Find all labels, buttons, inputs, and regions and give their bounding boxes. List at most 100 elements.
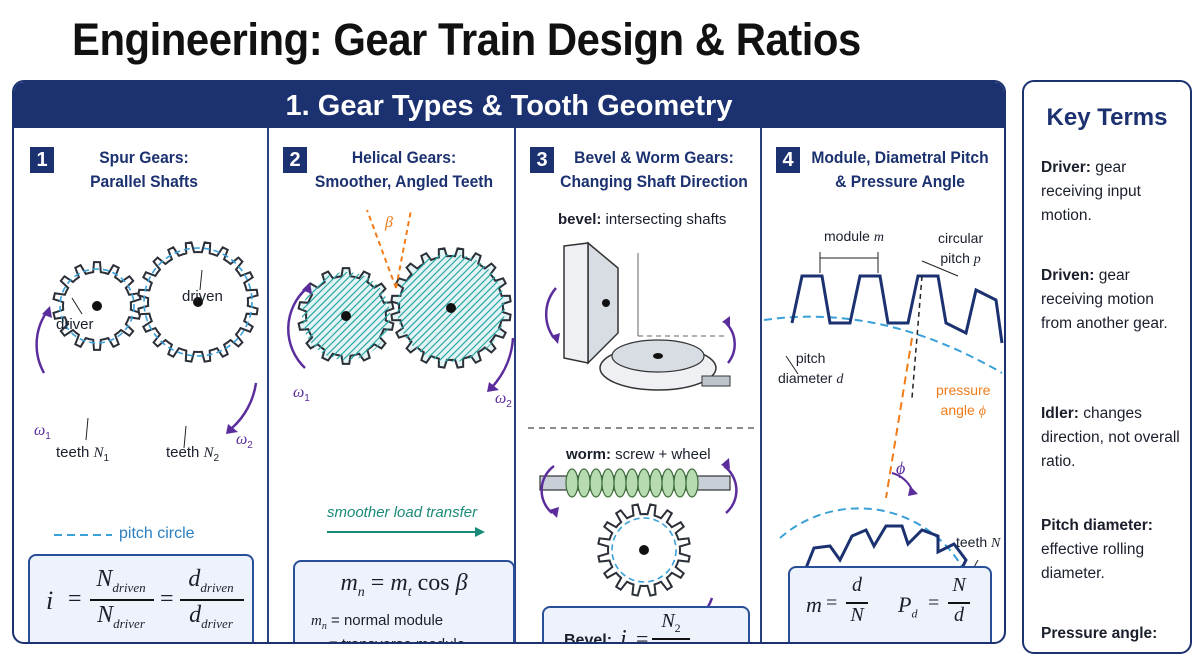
helical-driven-gear-icon (390, 247, 512, 369)
arrowhead-icon (908, 486, 918, 496)
fraction-denominator: N (850, 604, 864, 626)
omega-symbol: ω (236, 431, 248, 448)
math-symbol: d (188, 566, 201, 592)
worm-text: screw + wheel (611, 446, 711, 463)
rotation-arrow-icon (287, 287, 308, 369)
panel-title-line2: Parallel Shafts (90, 172, 198, 191)
math-subscript: driver (201, 615, 233, 631)
hub-dot (193, 297, 203, 307)
term-name: Idler: (1041, 405, 1079, 422)
rotation-arrow-icon (540, 464, 555, 514)
panel-title: Spur Gears: Parallel Shafts (52, 146, 236, 194)
gear-teeth-profile (792, 524, 973, 585)
hub-dot (602, 299, 610, 307)
line-of-action (911, 275, 923, 399)
key-term-item: Pressure angle: (1041, 622, 1181, 646)
panel-number: 1 (30, 147, 54, 173)
tooth-geometry-diagram (763, 252, 1004, 589)
driven-label: driven (182, 288, 223, 305)
math-symbol: N (96, 566, 113, 592)
term-definition: gear receiving input motion. (1041, 159, 1141, 224)
panel-title-line1: Bevel & Worm Gears: (574, 148, 734, 167)
key-term-item: Idler: changes direction, not overall ra… (1041, 402, 1181, 474)
module-label: module m (824, 228, 884, 245)
leader-line (183, 425, 187, 449)
fraction-numerator: Ndriven (88, 566, 154, 596)
term-definition: changes direction, not overall ratio. (1041, 405, 1180, 470)
bevel-pinion-face (563, 242, 589, 364)
term-name: Driver: (1041, 159, 1091, 176)
term-name: Pressure angle: (1041, 625, 1158, 642)
normal-module-label: mn = normal module (311, 612, 444, 632)
hub-dot (653, 353, 663, 359)
omega-symbol: ω (34, 422, 46, 439)
rotation-arrow-icon (492, 337, 515, 387)
bevel-shaft (701, 375, 731, 387)
hub-dot (639, 545, 649, 555)
gear-types-section: 1. Gear Types & Tooth Geometry 1 Spur Ge… (12, 80, 1006, 644)
panel-number: 4 (776, 147, 800, 173)
load-transfer-label: smoother load transfer (327, 504, 478, 521)
driven-gear-icon (137, 241, 259, 363)
bevel-ratio-formula-box: Bevel: i = N2 N1 (542, 606, 750, 644)
math-symbol: m (340, 570, 358, 596)
math-symbol: d (189, 602, 202, 628)
driver-label: driver (56, 316, 94, 333)
fraction-numerator: N (952, 574, 966, 596)
arrowhead-icon (722, 316, 730, 326)
gear-pitch-circle (779, 507, 973, 589)
rotation-arrow-icon (35, 312, 48, 374)
panel-title-line2: Changing Shaft Direction (560, 172, 748, 191)
arrowhead-icon (549, 507, 559, 518)
transverse-module-label: mt = transverse module (311, 636, 465, 642)
term-name: Driven: (1041, 267, 1095, 284)
helical-gears-panel: 2 Helical Gears: Smoother, Angled Teeth … (269, 128, 515, 642)
helical-module-formula-box: mn = mt cos β mn = normal module mt = tr… (293, 560, 515, 642)
bevel-formula-label: Bevel: (564, 632, 613, 644)
pitch-text: pitch (940, 250, 974, 266)
fraction-bar (948, 602, 970, 604)
teeth-text: teeth (956, 534, 992, 550)
module-symbol: m (806, 592, 822, 617)
phi-text: ϕ (896, 458, 906, 478)
worm-bold: worm: (566, 446, 611, 463)
fraction-numerator: ddriven (178, 566, 244, 596)
panel-title-line2: & Pressure Angle (835, 172, 965, 191)
panel-title-line1: Module, Diametral Pitch (811, 148, 989, 167)
module-formula-box: m = d N Pd = N d (788, 566, 992, 642)
page-title: Engineering: Gear Train Design & Ratios (72, 14, 861, 65)
rack-teeth-profile (790, 274, 1004, 344)
term-definition: gear receiving motion from another gear. (1041, 267, 1168, 332)
helix-angle-line (395, 209, 412, 289)
rotation-arrow-icon (544, 287, 557, 339)
math-symbol: N (97, 602, 114, 628)
driver-gear-icon (52, 261, 142, 351)
beta-symbol: β (385, 214, 393, 231)
fraction-numerator: N2 (661, 610, 681, 635)
gear-ratio-formula-box: i = Ndriven Ndriver = ddriven ddriver (28, 554, 254, 642)
arrowhead-icon (475, 527, 485, 537)
helix-angle-symbol: β (385, 214, 393, 232)
panel-number: 3 (530, 147, 554, 173)
angle-text: angle (940, 402, 979, 418)
column-divider (267, 128, 269, 642)
definition-text: = normal module (326, 612, 444, 629)
key-terms-title: Key Terms (1046, 104, 1168, 131)
column-divider (514, 128, 516, 642)
math-subscript: driver (113, 615, 145, 631)
hub-dot (92, 301, 102, 311)
pitch-circle-legend: pitch circle (119, 525, 195, 542)
arrowhead-icon (551, 333, 560, 344)
omega-symbol: ω (495, 390, 507, 407)
pitch-circle (59, 268, 135, 344)
fraction-denominator: Ndriver (88, 602, 154, 632)
fraction-bar (90, 599, 154, 601)
module-pitch-panel: 4 Module, Diametral Pitch & Pressure Ang… (762, 128, 1004, 642)
fraction-numerator: d (852, 574, 862, 596)
helical-driver-gear-icon (297, 267, 395, 365)
pitch-circle (611, 517, 677, 583)
leader-line (785, 355, 799, 375)
section-header: 1. Gear Types & Tooth Geometry (14, 82, 1004, 128)
panel-title-line1: Helical Gears: (351, 148, 457, 167)
